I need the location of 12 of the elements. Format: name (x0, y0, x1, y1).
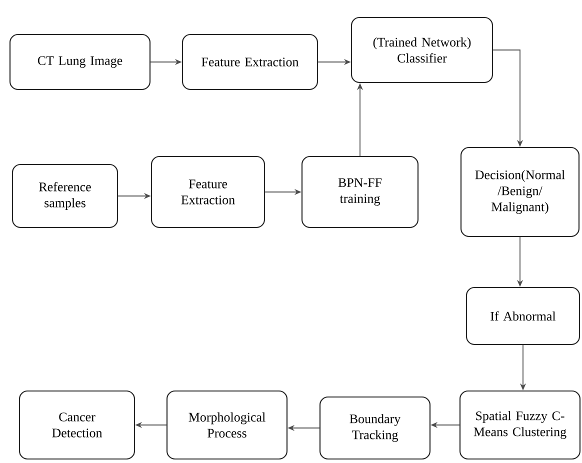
process-box: Decision(Normal /Benign/ Malignant) (460, 146, 580, 238)
process-box: Morphological Process (166, 390, 288, 460)
process-box: Feature Extraction (150, 156, 266, 228)
process-box: If Abnormal (466, 286, 580, 346)
process-box: Cancer Detection (18, 390, 136, 460)
process-box: Boundary Tracking (319, 396, 431, 460)
process-box: Reference samples (12, 164, 118, 228)
process-box: Feature Extraction (182, 34, 318, 90)
process-box: (Trained Network) Classifier (350, 16, 494, 84)
process-box: Spatial Fuzzy C- Means Clustering (459, 390, 581, 460)
process-box: CT Lung Image (9, 34, 151, 90)
process-box: BPN-FF training (301, 156, 419, 228)
